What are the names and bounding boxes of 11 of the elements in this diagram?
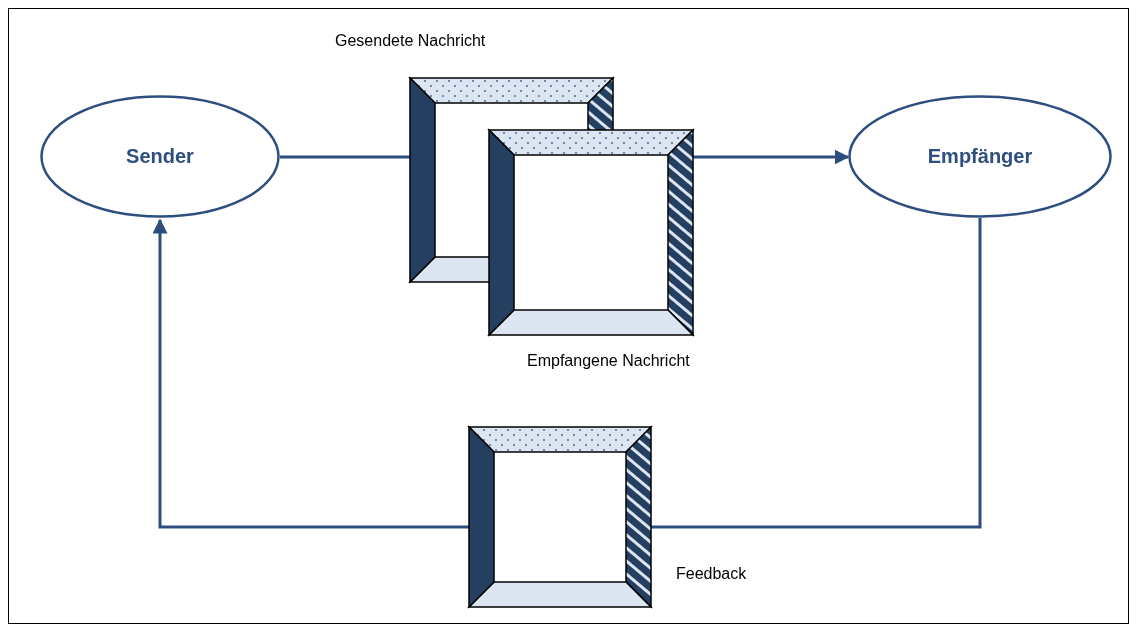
frame-label: Empfangene Nachricht bbox=[527, 352, 690, 370]
node-label: Empfänger bbox=[927, 145, 1033, 168]
node-label: Sender bbox=[126, 145, 194, 168]
ellipse-node bbox=[40, 95, 280, 218]
connector-line bbox=[651, 218, 982, 529]
arrow bbox=[693, 149, 850, 165]
connector-line bbox=[280, 155, 410, 159]
ellipse-node bbox=[848, 95, 1112, 218]
frame-caption: Feedback bbox=[676, 565, 747, 583]
arrow bbox=[152, 218, 469, 529]
frame-label: Gesendete Nachricht bbox=[335, 32, 486, 50]
